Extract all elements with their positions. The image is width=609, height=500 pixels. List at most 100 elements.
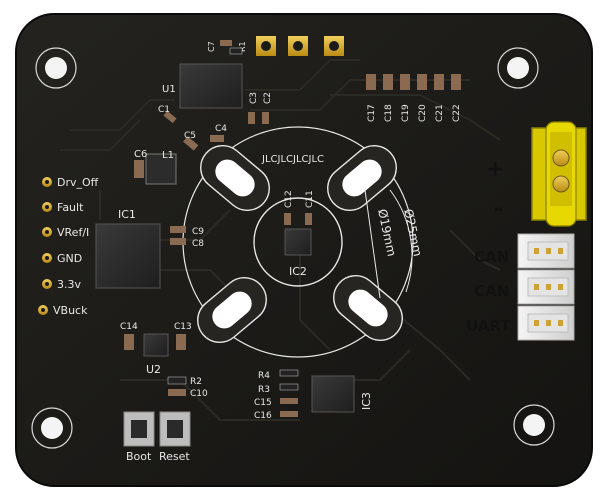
mount-circle-center [253, 197, 343, 287]
c5-part [183, 136, 199, 151]
c19-label: C19 [401, 104, 411, 122]
r4-label: R4 [258, 371, 270, 381]
c7-part [220, 40, 232, 46]
cap-row [366, 74, 461, 90]
testpoint-label: Fault [57, 201, 84, 214]
c17-label: C17 [367, 104, 377, 122]
ic3-chip [311, 375, 355, 413]
c1-label: C1 [158, 105, 170, 115]
c18-label: C18 [384, 104, 394, 122]
power-minus-label: - [494, 197, 503, 222]
c1-part [163, 110, 177, 124]
c10-part [168, 389, 186, 396]
testpoint-label: 3.3v [57, 278, 81, 291]
ic1-chip [95, 223, 161, 289]
ic2-label: IC2 [289, 265, 307, 278]
boot-button-label: Boot [126, 450, 152, 463]
testpoint-list: Drv_Off Fault VRef/I GND 3.3v VBuck [38, 176, 99, 317]
testpoint[interactable]: Drv_Off [42, 176, 99, 189]
can1-label: CAN [474, 248, 509, 266]
c20-label: C20 [418, 104, 428, 122]
c6-part [134, 160, 144, 178]
c21-label: C21 [435, 104, 445, 122]
ic2-chip [284, 228, 312, 256]
testpoint-label: VRef/I [57, 226, 89, 239]
u2-chip [143, 333, 169, 357]
mount-slot [197, 277, 267, 343]
testpoint-label: VBuck [53, 304, 88, 317]
c22-label: C22 [452, 104, 462, 122]
u1-label: U1 [162, 84, 176, 95]
c6-label: C6 [134, 149, 147, 160]
r3-part [279, 383, 299, 391]
c16-label: C16 [254, 411, 272, 421]
c10-label: C10 [190, 389, 208, 399]
can-connector-1[interactable] [517, 233, 575, 269]
reset-button-label: Reset [159, 450, 190, 463]
testpoint[interactable]: VRef/I [42, 226, 89, 239]
testpoint-label: Drv_Off [57, 176, 99, 189]
c7-label: C7 [207, 41, 216, 52]
can-connector-2[interactable] [517, 269, 575, 305]
c8-label: C8 [192, 239, 204, 249]
l1-inductor [145, 153, 177, 185]
r4-part [279, 369, 299, 377]
c11-part [305, 213, 312, 225]
ic1-label: IC1 [118, 208, 136, 221]
mount-slot [333, 275, 403, 341]
r1-label: R1 [238, 41, 247, 52]
c2-part [262, 112, 269, 124]
c15-label: C15 [254, 398, 272, 408]
r2-part [167, 376, 187, 385]
mount-slot [200, 145, 270, 211]
mounting-hole-bottom-left [31, 407, 73, 449]
l1-label: L1 [162, 150, 174, 161]
c4-part [210, 135, 224, 142]
xt30-connector[interactable] [531, 121, 587, 227]
r2-label: R2 [190, 377, 202, 387]
c12-label: C12 [284, 190, 294, 208]
c9-label: C9 [192, 227, 204, 237]
c16-part [280, 411, 298, 417]
power-plus-label: + [486, 157, 504, 182]
motor-mount: JLCJLCJLCJLC Ø25mm Ø19mm [182, 126, 425, 358]
c3-label: C3 [249, 92, 259, 104]
mount-slot [327, 145, 397, 211]
testpoint[interactable]: 3.3v [42, 278, 81, 291]
c2-label: C2 [263, 92, 273, 104]
ic3-label: IC3 [360, 392, 373, 410]
mounting-hole-top-left [35, 47, 77, 89]
r3-label: R3 [258, 385, 270, 395]
u2-label: U2 [146, 363, 161, 376]
can2-label: CAN [474, 282, 509, 300]
u1-chip [179, 63, 243, 109]
dim-arc [389, 189, 413, 293]
reset-button[interactable] [159, 411, 191, 447]
c12-part [284, 213, 291, 225]
uart-label: UART [466, 317, 511, 335]
c14-label: C14 [120, 322, 138, 332]
signature-label: JLCJLCJLCJLC [261, 154, 324, 165]
testpoint-label: GND [57, 252, 82, 265]
r1-part [229, 47, 243, 55]
dim-line [364, 189, 381, 299]
c14-part [124, 334, 134, 350]
c8-part [170, 238, 186, 245]
c4-label: C4 [215, 124, 227, 134]
mounting-hole-top-right [497, 47, 539, 89]
header-pads [256, 36, 344, 56]
mounting-hole-bottom-right [513, 404, 555, 446]
testpoint[interactable]: VBuck [38, 304, 88, 317]
c9-part [170, 226, 186, 233]
boot-button[interactable] [123, 411, 155, 447]
c15-part [280, 398, 298, 404]
uart-connector[interactable] [517, 305, 575, 341]
c11-label: C11 [305, 190, 315, 208]
testpoint[interactable]: GND [42, 252, 82, 265]
testpoint[interactable]: Fault [42, 201, 84, 214]
c5-label: C5 [184, 131, 196, 141]
c3-part [248, 112, 255, 124]
c13-part [176, 334, 186, 350]
c13-label: C13 [174, 322, 192, 332]
